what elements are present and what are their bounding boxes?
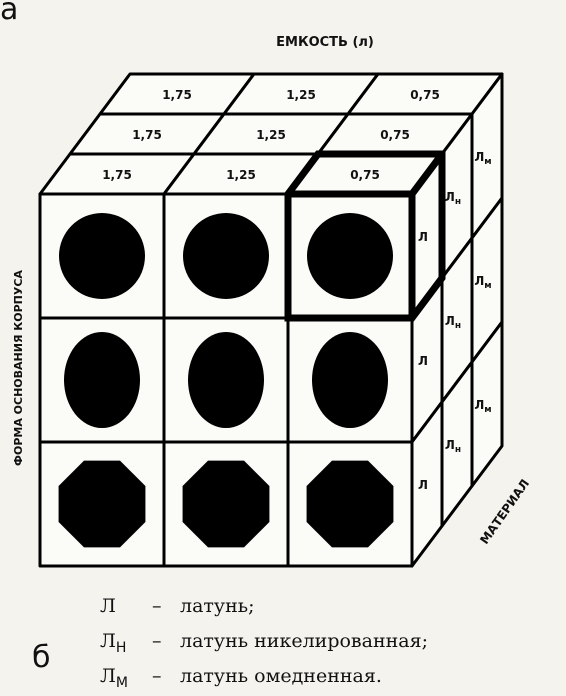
capacity-label: 0,75	[350, 168, 380, 182]
legend-text: латунь;	[180, 595, 255, 617]
capacity-label: 1,25	[286, 88, 316, 102]
legend-dash: –	[152, 664, 162, 687]
panel-b-letter: б	[32, 640, 51, 675]
octagonal-base-shape	[306, 460, 394, 548]
axis-label-material: МАТЕРИАЛ	[477, 477, 532, 547]
legend-symbol: ЛН	[100, 629, 127, 656]
round-base-shape	[59, 213, 145, 299]
capacity-label: 0,75	[410, 88, 440, 102]
capacity-label: 1,75	[132, 128, 162, 142]
legend-dash: –	[152, 629, 162, 652]
material-label: Л	[418, 354, 428, 368]
legend-text: латунь омедненная.	[180, 664, 382, 687]
round-base-shape	[183, 213, 269, 299]
legend-text: латунь никелированная;	[180, 629, 428, 652]
octagonal-base-shape	[182, 460, 270, 548]
material-label: Л	[418, 478, 428, 492]
axis-label-capacity: ЕМКОСТЬ (л)	[276, 35, 374, 50]
axis-label-body-base-shape: ФОРМА ОСНОВАНИЯ КОРПУСА	[12, 270, 25, 466]
round-base-shape	[307, 213, 393, 299]
legend-symbol: Л	[100, 595, 116, 617]
capacity-label: 1,75	[102, 168, 132, 182]
legend: Л – латунь; ЛН – латунь никелированная; …	[100, 592, 428, 696]
legend-item-nickel-plated-brass: ЛН – латунь никелированная;	[100, 627, 428, 662]
capacity-label: 0,75	[380, 128, 410, 142]
oval-base-shape	[64, 332, 140, 428]
capacity-label: 1,25	[226, 168, 256, 182]
capacity-label: 1,75	[162, 88, 192, 102]
legend-item-brass: Л – латунь;	[100, 592, 428, 627]
material-label: Л	[418, 230, 428, 244]
legend-symbol: ЛМ	[100, 664, 128, 691]
octagonal-base-shape	[58, 460, 146, 548]
oval-base-shape	[312, 332, 388, 428]
capacity-label: 1,25	[256, 128, 286, 142]
oval-base-shape	[188, 332, 264, 428]
panel-a-mark: а	[0, 0, 19, 27]
legend-item-copper-plated-brass: ЛМ – латунь омедненная.	[100, 662, 428, 696]
highlighted-cell-edge	[409, 151, 445, 197]
legend-dash: –	[152, 595, 162, 617]
